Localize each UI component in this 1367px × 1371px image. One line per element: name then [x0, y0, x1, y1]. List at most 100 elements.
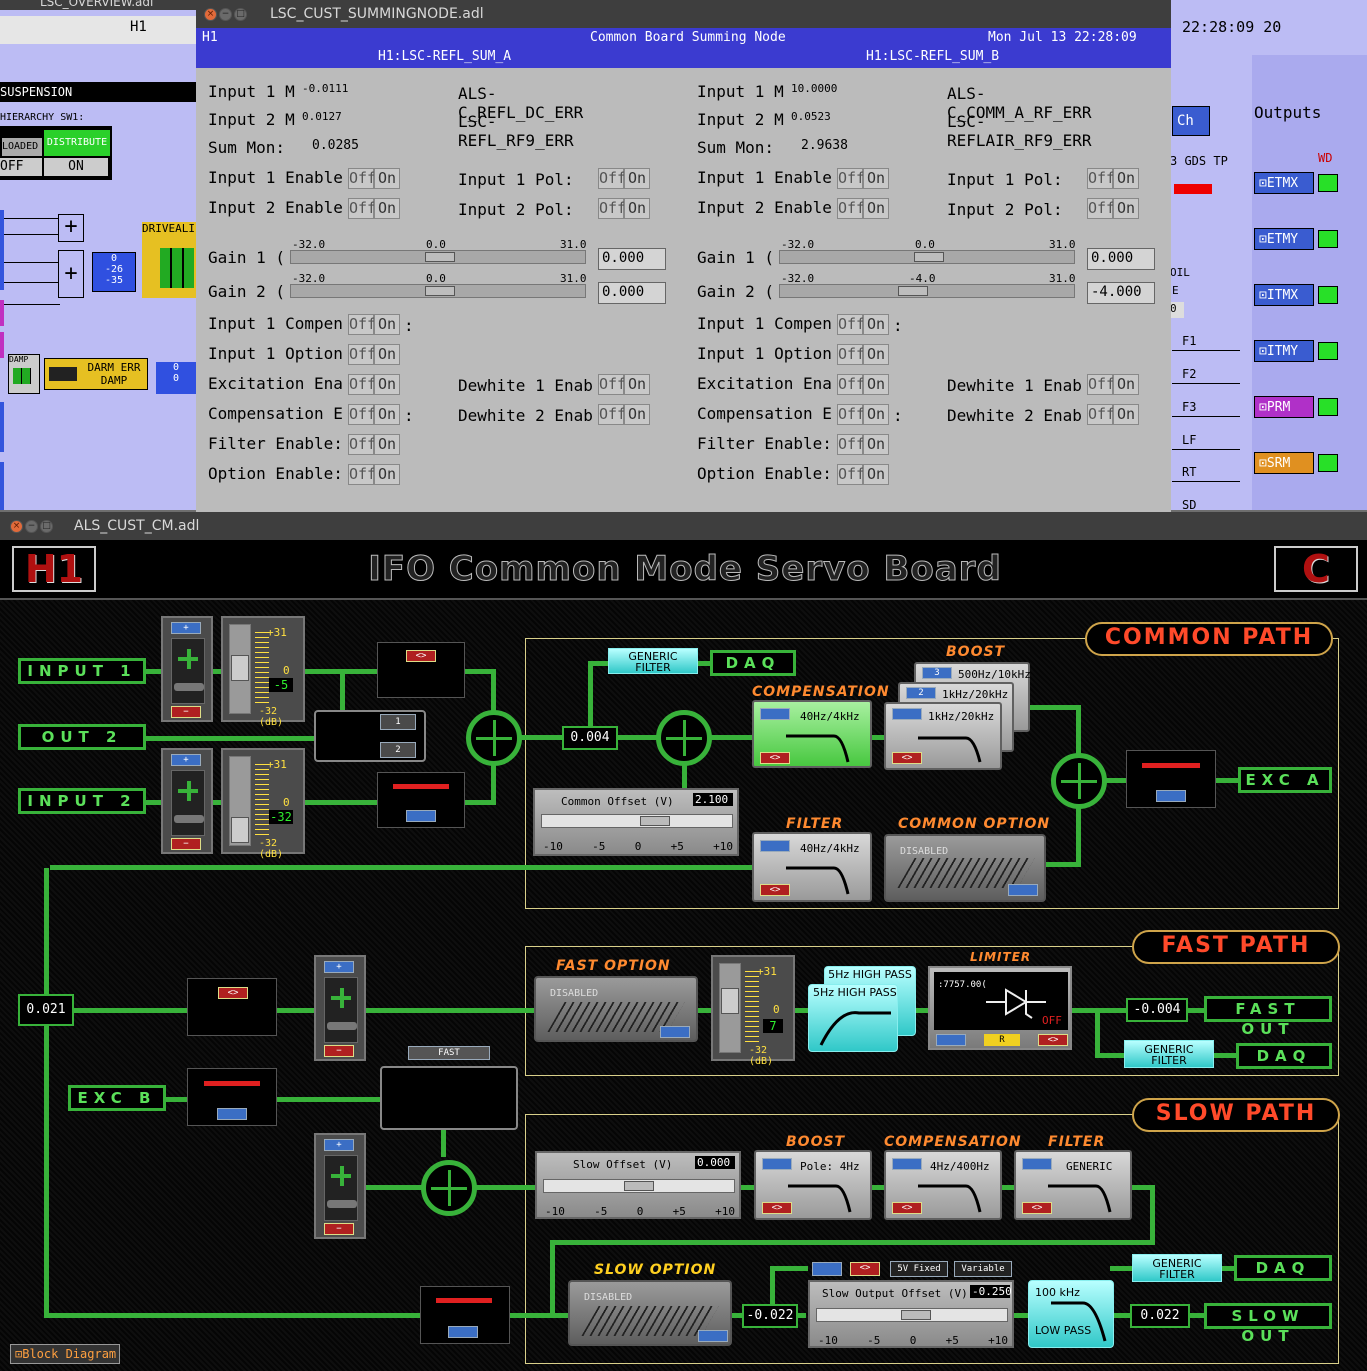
limiter[interactable]: :7757.00( OFF R <> [928, 966, 1072, 1050]
fast-option[interactable]: DISABLED [534, 976, 698, 1042]
close-icon[interactable]: × [10, 519, 23, 533]
boost-1[interactable]: 1kHz/20kHz<> [884, 702, 1002, 770]
slow-boost-filter[interactable]: Pole: 4Hz<> [754, 1150, 872, 1220]
overview-off-button[interactable]: OFF [0, 158, 42, 176]
optic-itmy-button[interactable]: ⊡ITMY [1254, 340, 1314, 362]
slow-offset-slider[interactable] [543, 1179, 735, 1193]
input2-gain-slider[interactable]: +31 0 -32 -32 (dB) [221, 748, 305, 860]
b-gain1-slider[interactable] [779, 250, 1075, 264]
a-gain1-entry[interactable]: 0.000 [598, 248, 666, 270]
exc-a-switch-button[interactable] [1156, 790, 1186, 802]
common-option[interactable]: DISABLED [884, 834, 1046, 902]
gds-label: 3 GDS TP [1170, 154, 1228, 168]
close-icon[interactable]: × [204, 7, 217, 21]
optic-srm-button[interactable]: ⊡SRM [1254, 452, 1314, 474]
variable-button[interactable]: Variable [954, 1261, 1012, 1277]
optic-etmy-button[interactable]: ⊡ETMY [1254, 228, 1314, 250]
overview-titlebar[interactable]: LSC_OVERVIEW.adl [0, 0, 200, 10]
common-generic-filter[interactable]: GENERIC FILTER [608, 648, 698, 674]
out2-sel-1[interactable]: 1 [380, 714, 416, 730]
slow-generic-filter[interactable]: GENERIC FILTER [1132, 1254, 1222, 1282]
optic-prm-button[interactable]: ⊡PRM [1254, 396, 1314, 418]
scale-tick: 0 [636, 1205, 644, 1218]
slow-out-swap[interactable]: <> [850, 1262, 880, 1276]
exc-b-label: EXC B [68, 1085, 166, 1111]
overview-on-button[interactable]: ON [44, 158, 108, 176]
a-gain1-slider[interactable] [290, 250, 586, 264]
cm-titlebar[interactable]: ×−□ ALS_CUST_CM.adl [0, 512, 1367, 540]
block-diagram-link[interactable]: ⊡Block Diagram [10, 1344, 120, 1364]
input-sum-junction [466, 710, 522, 766]
b-gain2-entry[interactable]: -4.000 [1087, 282, 1155, 304]
input2-switch-button[interactable] [406, 810, 436, 822]
block-diagram-label: Block Diagram [22, 1347, 117, 1361]
maximize-icon[interactable]: □ [40, 519, 53, 533]
fast-selector[interactable] [380, 1066, 518, 1130]
summing-window-title: LSC_CUST_SUMMINGNODE.adl [270, 6, 484, 22]
distributed-indicator: DISTRIBUTE [44, 130, 110, 156]
slow-option[interactable]: DISABLED [568, 1280, 732, 1346]
maximize-icon[interactable]: □ [234, 7, 247, 21]
hp-filter-1[interactable]: 5Hz HIGH PASS [808, 984, 898, 1052]
minimize-icon[interactable]: − [219, 7, 232, 21]
slow-comp-filter[interactable]: 4Hz/400Hz<> [884, 1150, 1002, 1220]
darm-err-damp[interactable]: DARM ERR DAMP [44, 358, 148, 390]
slow-out-on[interactable] [812, 1262, 842, 1276]
b-gain2-slider[interactable] [779, 284, 1075, 298]
input1-gain-slider[interactable]: +31 0 -5 -32 (dB) [221, 616, 305, 728]
minimize-icon[interactable]: − [25, 519, 38, 533]
f1-label: F1 [1182, 334, 1197, 348]
summing-titlebar[interactable]: ×−□ LSC_CUST_SUMMINGNODE.adl [196, 0, 1171, 28]
fixed-5v-button[interactable]: 5V Fixed [890, 1261, 948, 1277]
optic-prm-wd-led [1318, 398, 1338, 416]
input1-gain-panel: + − [161, 616, 213, 722]
input1-swap-button[interactable]: <> [406, 650, 436, 662]
slow-output-offset-slider[interactable] [816, 1308, 1008, 1322]
damp-block[interactable]: DAMP [8, 354, 40, 394]
a-gain2-slider[interactable] [290, 284, 586, 298]
b-gain1-entry[interactable]: 0.000 [1087, 248, 1155, 270]
common-offset-slider[interactable] [541, 814, 733, 828]
exc-b-switch-button[interactable] [217, 1108, 247, 1120]
common-filter[interactable]: 40Hz/4kHz<> [752, 832, 872, 902]
slow-switch-button[interactable] [448, 1326, 478, 1338]
out2-sel-2[interactable]: 2 [380, 742, 416, 758]
fast-generic-filter[interactable]: GENERIC FILTER [1124, 1040, 1214, 1068]
a-gain2-entry[interactable]: 0.000 [598, 282, 666, 304]
optic-etmx-button[interactable]: ⊡ETMX [1254, 172, 1314, 194]
optic-itmx-button[interactable]: ⊡ITMX [1254, 284, 1314, 306]
slow-filter[interactable]: GENERIC<> [1014, 1150, 1132, 1220]
ch-button[interactable]: Ch [1172, 106, 1210, 136]
fast-swap-button[interactable]: <> [218, 987, 248, 999]
cm-window-title: ALS_CUST_CM.adl [74, 518, 200, 534]
compensation-filter[interactable]: 40Hz/4kHz<> [752, 700, 872, 768]
fast-gain-slider[interactable]: +31 0 7 -32 (dB) [711, 955, 795, 1067]
common-path-section [525, 638, 1339, 909]
